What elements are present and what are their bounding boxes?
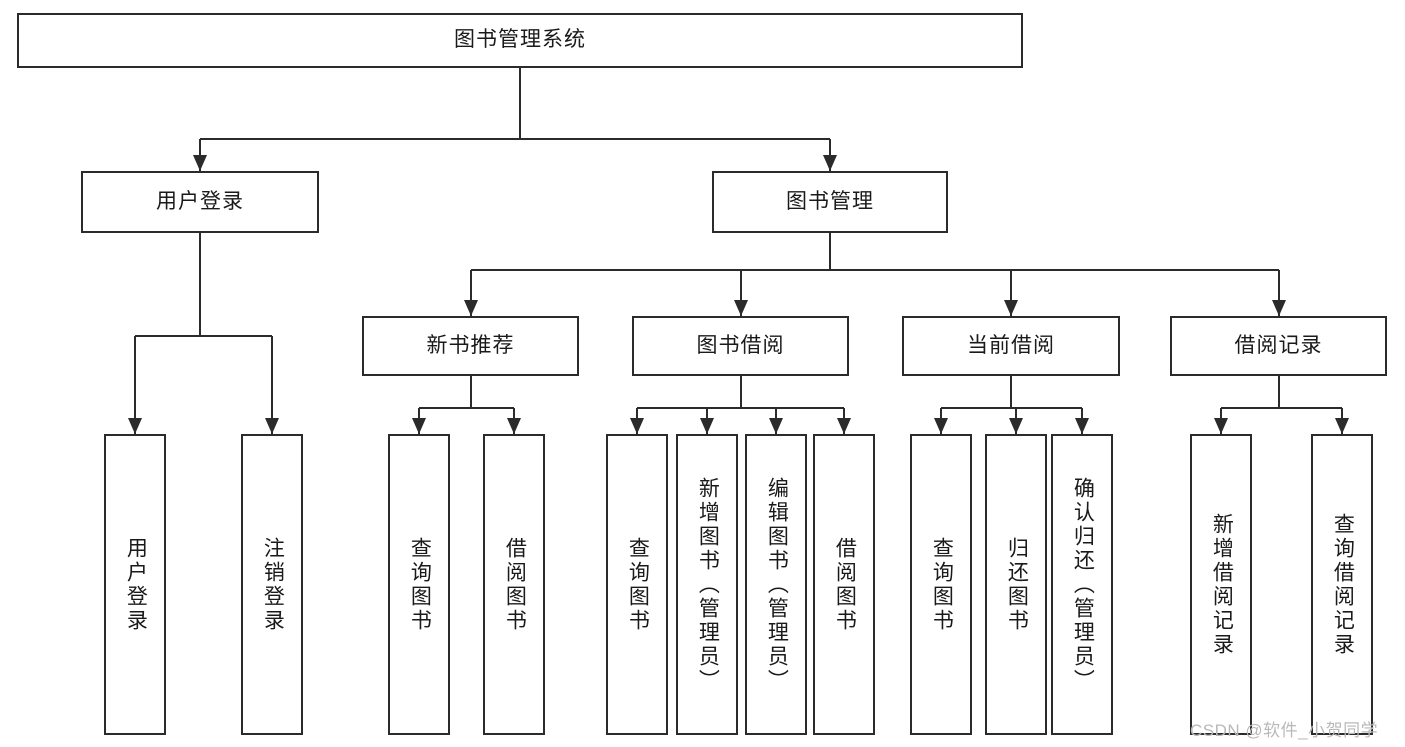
connector-arrowhead-icon [412,418,426,434]
node-label: 新书推荐 [426,333,515,357]
connector-arrowhead-icon [934,418,948,434]
leaf-logout[interactable]: 注销登录 [241,434,303,735]
connector-root-stem [519,68,521,139]
node-label: 图书借阅 [696,333,785,357]
connector-level2-drop-2 [1010,270,1012,316]
node-label: 用户登录 [156,189,244,213]
connector-level2-drop-0 [469,270,472,316]
connector-level2-drop-3 [1277,270,1280,316]
connector-arrowhead-icon [1009,418,1023,434]
leaf-edit-book-admin[interactable]: 编辑图书（管理员） [745,434,807,735]
leaf-label: 查询图书 [408,536,432,633]
node-root-book-management-system[interactable]: 图书管理系统 [17,13,1023,68]
connector-new-book-recommendation-stem [469,376,472,408]
leaf-label: 用户登录 [124,536,148,633]
leaf-return-books[interactable]: 归还图书 [985,434,1047,735]
leaf-label: 新增借阅记录 [1210,512,1234,657]
connector-arrowhead-icon [193,155,207,171]
leaf-label: 查询图书 [930,536,954,633]
node-book-management[interactable]: 图书管理 [712,171,948,233]
connector-user-login-stem [199,233,201,336]
connector-root-bus [200,138,830,140]
leaf-query-borrowing-record[interactable]: 查询借阅记录 [1311,434,1373,735]
leaf-borrow-books-recommendation[interactable]: 借阅图书 [483,434,545,735]
connector-arrowhead-icon [700,418,714,434]
leaf-label: 借阅图书 [503,536,527,633]
connector-arrowhead-icon [265,418,279,434]
connector-arrowhead-icon [463,300,478,316]
connector-arrowhead-icon [769,418,783,434]
connector-arrowhead-icon [837,418,851,434]
node-book-borrowing[interactable]: 图书借阅 [632,316,849,376]
connector-arrowhead-icon [823,155,837,171]
leaf-label: 注销登录 [261,536,285,633]
connector-current-borrowing-bus [941,407,1082,409]
connector-borrowing-records-bus [1221,407,1342,409]
leaf-add-borrowing-record[interactable]: 新增借阅记录 [1190,434,1252,735]
connector-arrowhead-icon [1075,418,1089,434]
leaf-query-books-current[interactable]: 查询图书 [910,434,972,735]
connector-user-login-drop-0 [134,336,136,434]
connector-current-borrowing-stem [1010,376,1012,408]
leaf-label: 借阅图书 [833,536,857,633]
connector-arrowhead-icon [1214,418,1228,434]
connector-arrowhead-icon [1004,300,1018,316]
connector-book-borrowing-bus [637,407,844,409]
connector-new-book-recommendation-bus [419,407,514,409]
node-new-book-recommendation[interactable]: 新书推荐 [362,316,579,376]
leaf-confirm-return-admin[interactable]: 确认归还（管理员） [1051,434,1113,735]
connector-borrowing-records-stem [1277,376,1280,408]
connector-arrowhead-icon [128,418,142,434]
leaf-label: 编辑图书（管理员） [765,476,789,693]
connector-user-login-bus [135,335,272,337]
leaf-query-books-recommendation[interactable]: 查询图书 [388,434,450,735]
connector-arrowhead-icon [507,418,521,434]
node-label: 当前借阅 [967,333,1055,357]
node-label: 图书管理 [786,189,874,213]
connector-arrowhead-icon [1271,300,1286,316]
node-user-login[interactable]: 用户登录 [81,171,319,233]
connector-user-login-drop-1 [271,336,273,434]
connector-arrowhead-icon [630,418,644,434]
connector-level2-bus [470,269,1279,271]
connector-book-borrowing-stem [739,376,742,408]
leaf-label: 新增图书（管理员） [696,476,720,693]
connector-arrowhead-icon [733,300,748,316]
connector-arrowhead-icon [1335,418,1349,434]
leaf-label: 确认归还（管理员） [1071,476,1095,693]
node-label: 图书管理系统 [454,28,586,52]
node-borrowing-records[interactable]: 借阅记录 [1170,316,1387,376]
leaf-add-book-admin[interactable]: 新增图书（管理员） [676,434,738,735]
leaf-borrow-books[interactable]: 借阅图书 [813,434,875,735]
node-label: 借阅记录 [1234,333,1323,357]
leaf-label: 查询借阅记录 [1331,512,1355,657]
leaf-label: 归还图书 [1005,536,1029,633]
leaf-query-books-borrowing[interactable]: 查询图书 [606,434,668,735]
leaf-user-login[interactable]: 用户登录 [104,434,166,735]
node-current-borrowing[interactable]: 当前借阅 [902,316,1120,376]
leaf-label: 查询图书 [626,536,650,633]
connector-level2-drop-1 [739,270,742,316]
connector-book-management-stem [829,233,831,270]
